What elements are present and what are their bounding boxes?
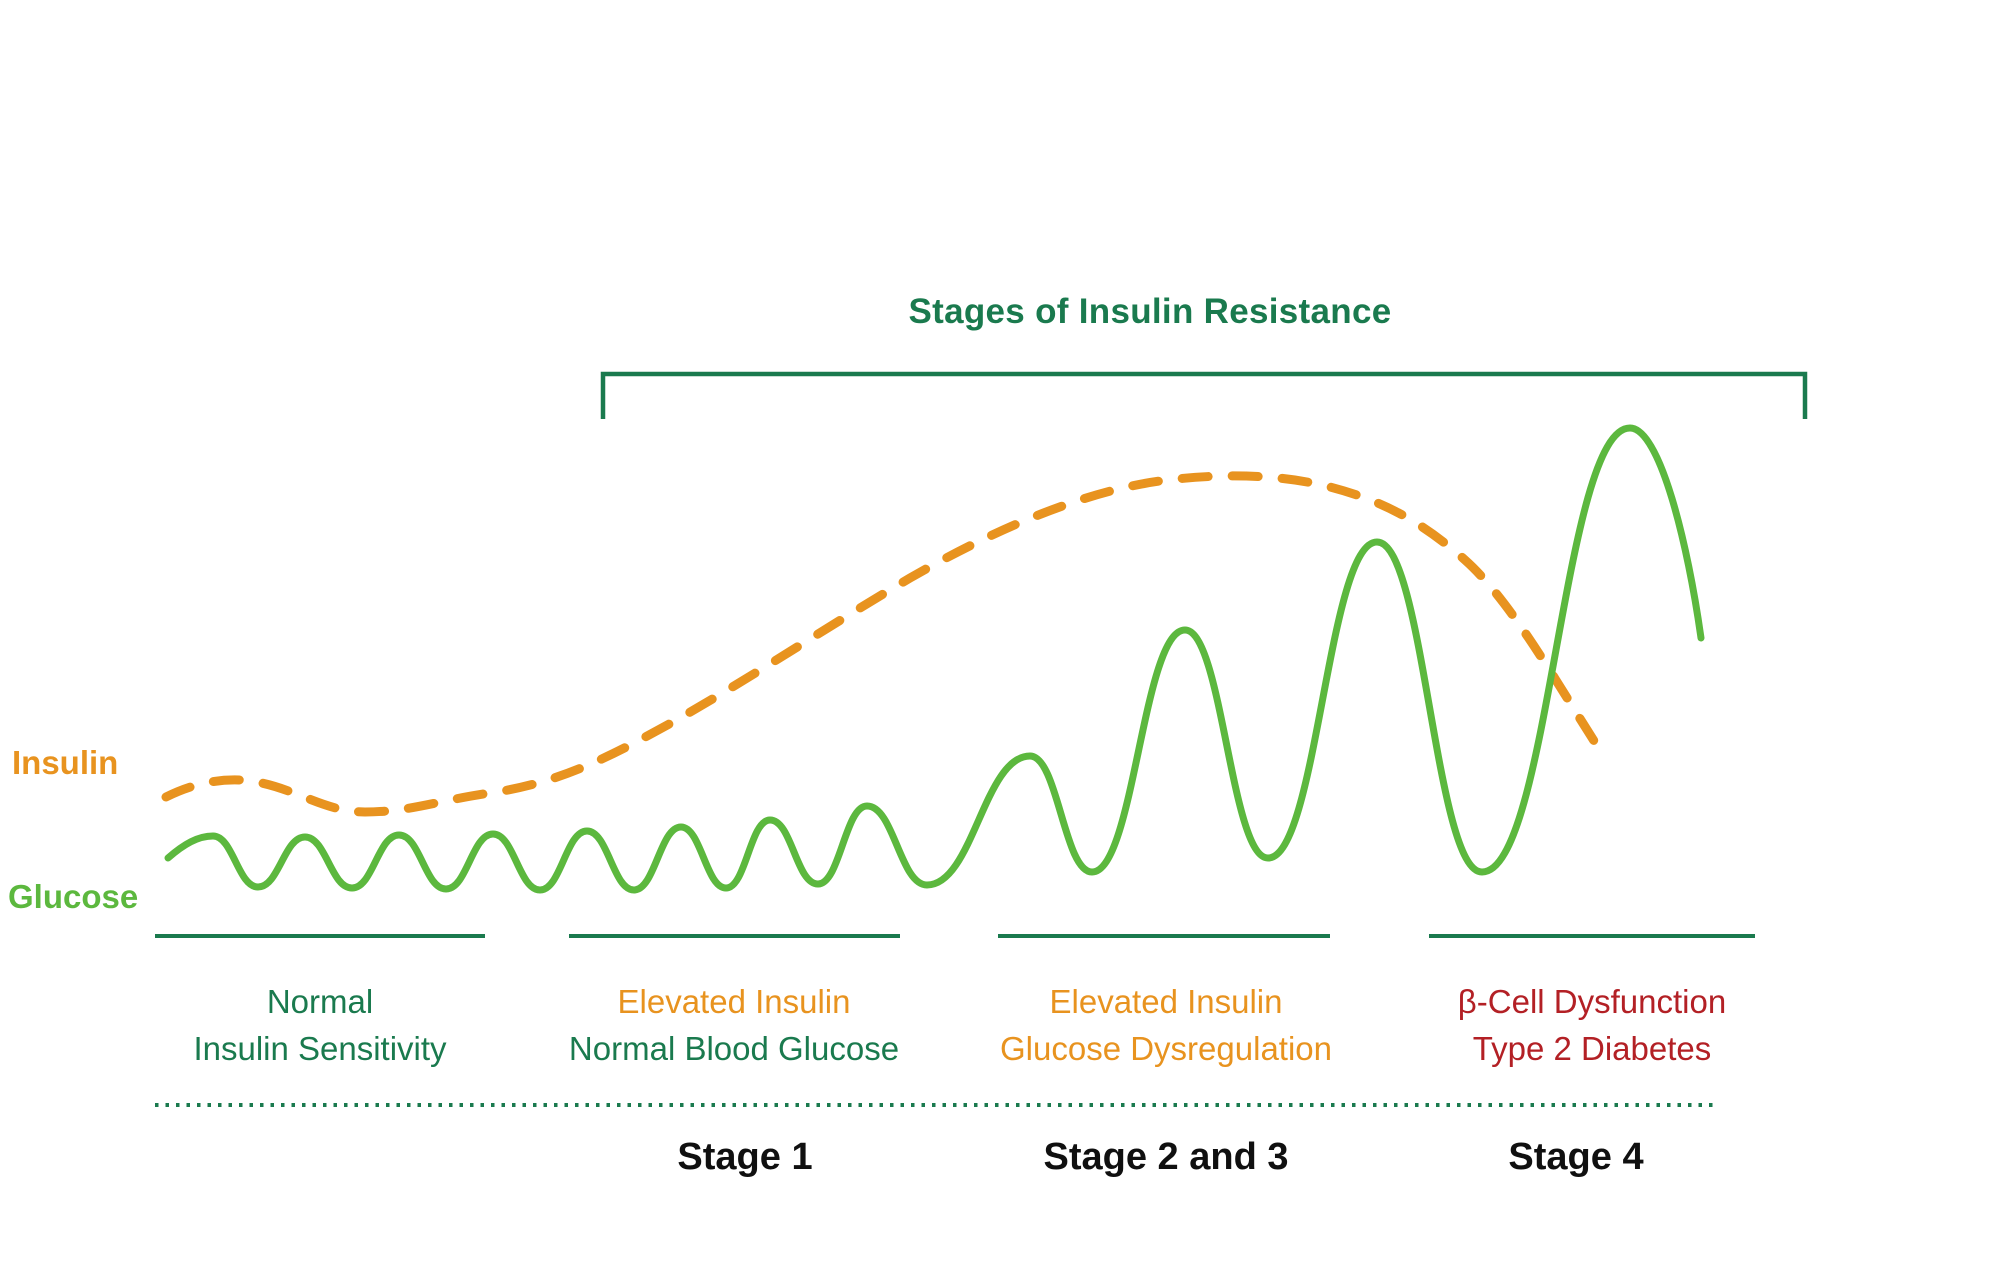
stage-axis-stage2-3: Stage 2 and 3 [1043, 1136, 1289, 1178]
stage-label-line: Normal [266, 983, 374, 1020]
glucose-series-label: Glucose [8, 878, 139, 915]
insulin-curve [161, 471, 1601, 817]
stage-label-normal: Normal Insulin Sensitivity [193, 978, 446, 1072]
page-title: Stages of Insulin Resistance [908, 292, 1392, 331]
glucose-curve [164, 424, 1705, 894]
stages-bracket [600, 371, 1808, 419]
stage-axis-stage1: Stage 1 [677, 1136, 813, 1178]
stage-label-line: β-Cell Dysfunction [1457, 983, 1727, 1020]
stage-label-line: Type 2 Diabetes [1472, 1030, 1712, 1067]
stage-label-line: Glucose Dysregulation [1000, 1030, 1332, 1067]
stage-label-line: Elevated Insulin [617, 983, 851, 1020]
stage-axis-stage4: Stage 4 [1508, 1136, 1644, 1178]
stage-label-line: Normal Blood Glucose [568, 1030, 900, 1067]
stage-label-line: Elevated Insulin [1049, 983, 1283, 1020]
insulin-series-label: Insulin [12, 744, 119, 781]
stage-label-stage2-3: Elevated Insulin Glucose Dysregulation [1000, 978, 1332, 1072]
stage-label-stage1: Elevated Insulin Normal Blood Glucose [569, 978, 899, 1072]
stage-label-line: Insulin Sensitivity [193, 1030, 447, 1067]
stage-label-stage4: β-Cell Dysfunction Type 2 Diabetes [1458, 978, 1726, 1072]
